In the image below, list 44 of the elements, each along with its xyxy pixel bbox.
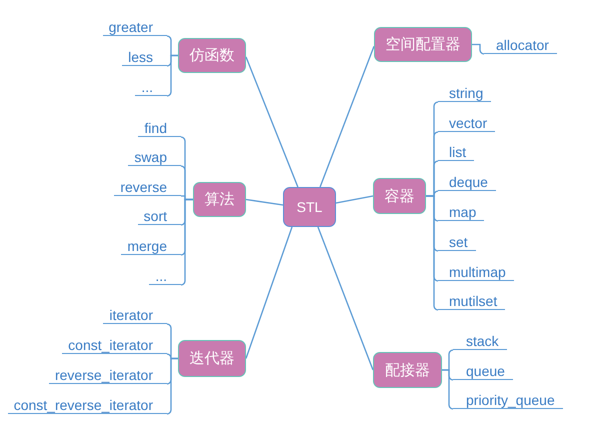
subtopic-label: merge xyxy=(121,238,181,256)
subtopic-label: reverse xyxy=(114,179,181,196)
connector-line xyxy=(320,46,375,188)
connector-line xyxy=(426,195,438,311)
subtopic-label: priority_queue xyxy=(453,392,563,410)
connector-line xyxy=(317,226,374,370)
subtopic-label: sort xyxy=(138,208,181,226)
subtopic-label: list xyxy=(438,144,474,162)
subtopic-label: vector xyxy=(438,115,496,132)
subtopic-label: const_iterator xyxy=(62,337,167,354)
connector-line xyxy=(245,226,293,359)
subtopic-label: const_reverse_iterator xyxy=(8,397,167,414)
central-topic: STL xyxy=(283,187,336,227)
subtopic-label: find xyxy=(138,120,181,138)
branch-topic: 算法 xyxy=(193,182,246,217)
connector-line xyxy=(336,195,374,204)
branch-topic: 配接器 xyxy=(373,352,442,388)
branch-topic: 容器 xyxy=(373,178,426,214)
subtopic-label: deque xyxy=(438,174,496,192)
connector-line xyxy=(166,54,178,97)
subtopic-label: iterator xyxy=(103,307,167,324)
branch-topic: 迭代器 xyxy=(178,340,246,377)
subtopic-label: less xyxy=(122,49,167,66)
subtopic-label: queue xyxy=(453,363,513,380)
subtopic-label: swap xyxy=(128,149,181,166)
subtopic-label: reverse_iterator xyxy=(48,367,167,384)
connector-line xyxy=(246,198,284,206)
connector-line xyxy=(245,56,298,188)
connector-line xyxy=(472,44,484,55)
branch-topic: 空间配置器 xyxy=(374,27,472,62)
subtopic-label: ... xyxy=(149,268,181,286)
connector-line xyxy=(166,358,178,415)
connector-line xyxy=(442,369,454,410)
subtopic-label: string xyxy=(438,85,492,102)
subtopic-label: multimap xyxy=(438,264,514,282)
connector-line xyxy=(180,198,193,286)
subtopic-label: stack xyxy=(453,333,507,350)
subtopic-label: set xyxy=(438,234,476,252)
subtopic-label: mutilset xyxy=(438,293,506,310)
subtopic-label: allocator xyxy=(484,37,557,54)
subtopic-label: greater xyxy=(102,19,167,36)
subtopic-label: map xyxy=(438,204,484,222)
branch-topic: 仿函数 xyxy=(178,38,246,73)
subtopic-label: ... xyxy=(135,79,167,96)
